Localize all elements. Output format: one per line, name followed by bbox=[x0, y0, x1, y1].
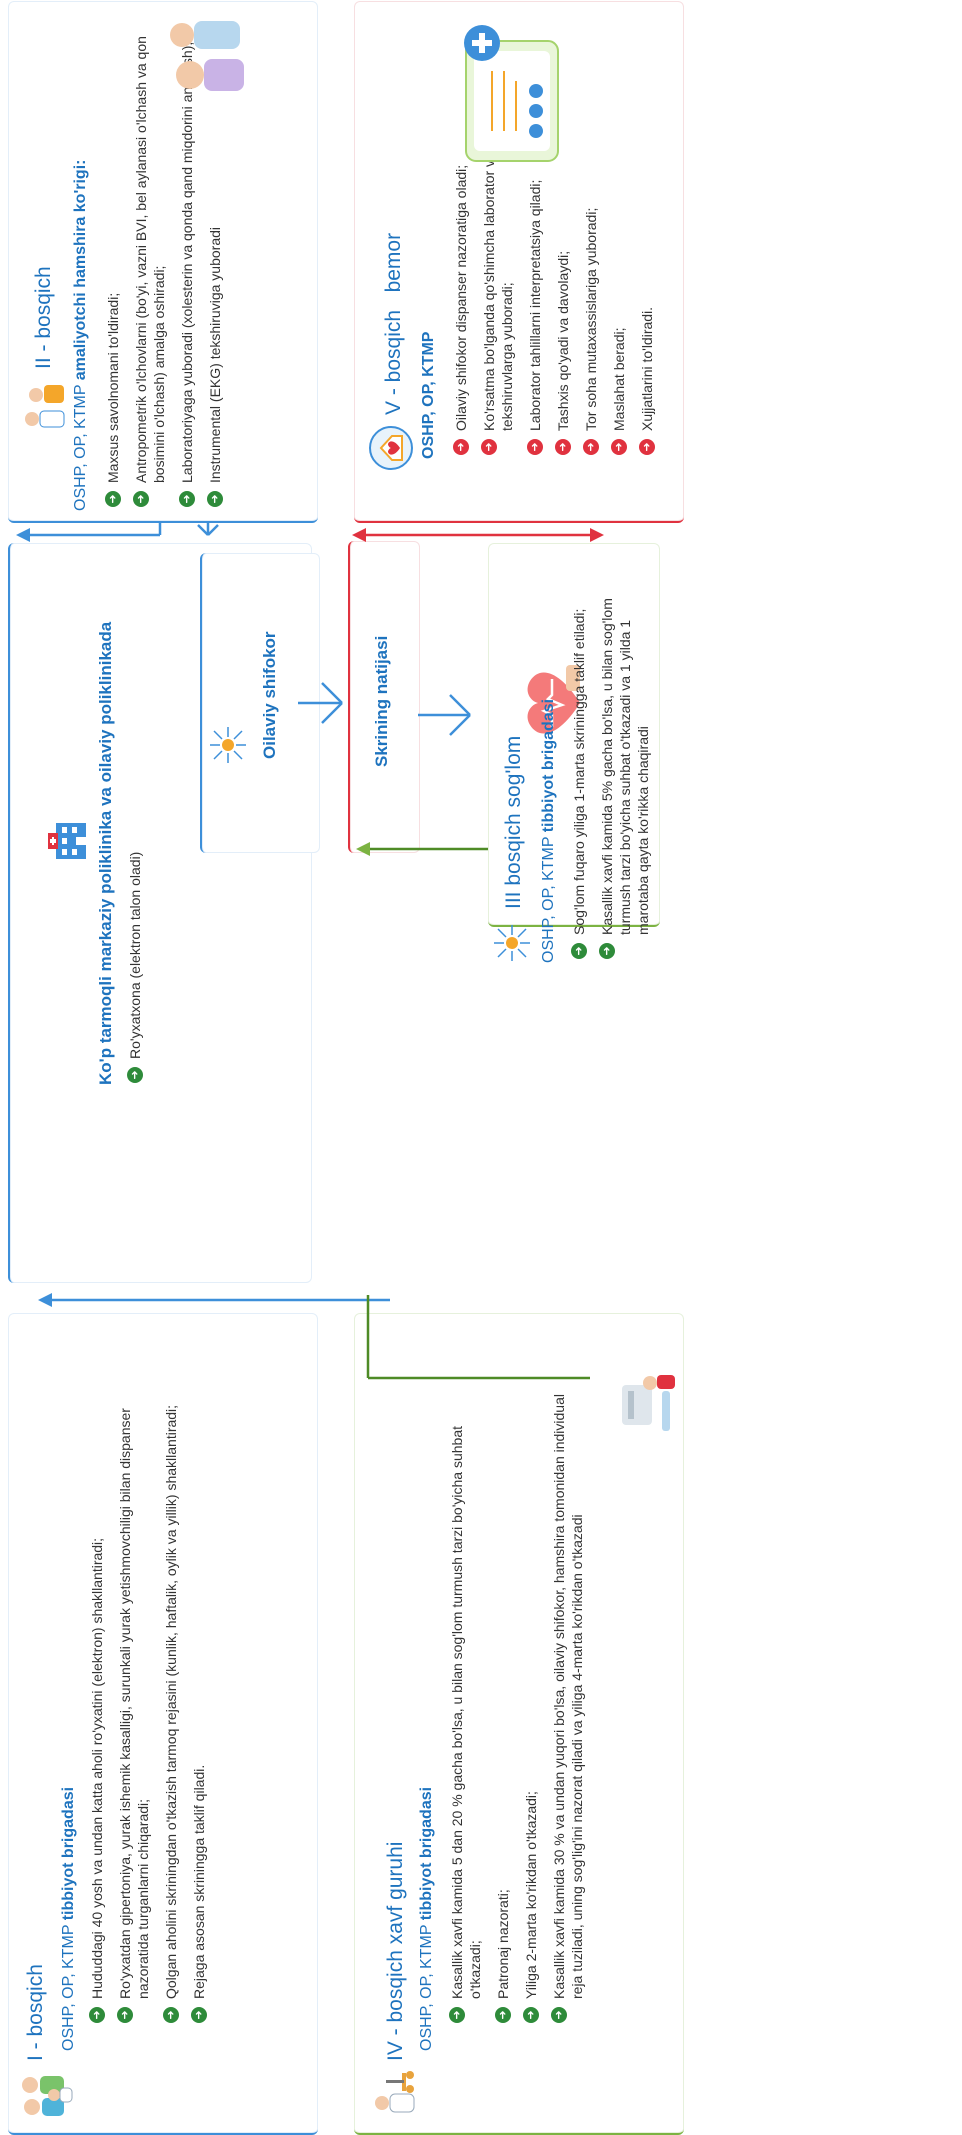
nurse-patient-icon bbox=[20, 377, 77, 433]
arrow-bullet-icon: ➜ bbox=[611, 439, 627, 455]
arrow-bullet-icon: ➜ bbox=[207, 491, 223, 507]
sitting-patient-icon bbox=[612, 1365, 687, 1445]
people-illustration-icon bbox=[160, 9, 285, 105]
clipboard-checklist-icon bbox=[452, 11, 577, 191]
arrow-bullet-icon: ➜ bbox=[583, 439, 599, 455]
list-item: ➜Maslahat beradi; bbox=[610, 35, 628, 455]
arrow-bullet-icon: ➜ bbox=[555, 439, 571, 455]
list-item: ➜Tor soha mutaxassislariga yuboradi; bbox=[582, 35, 600, 455]
list-item: ➜Xujjatlarini to'ldiradi. bbox=[638, 35, 656, 455]
heart-home-icon bbox=[368, 425, 419, 471]
list-item: ➜Kasallik xavfi kamida 5% gacha bo'lsa, … bbox=[598, 559, 652, 959]
heart-hand-icon bbox=[520, 661, 595, 745]
hospital-building-icon bbox=[48, 819, 93, 863]
arrow-bullet-icon: ➜ bbox=[599, 943, 615, 959]
medical-team-icon bbox=[18, 2069, 79, 2121]
network-icon bbox=[492, 923, 537, 963]
doctor-with-scale-icon bbox=[372, 2069, 429, 2121]
network-icon bbox=[208, 725, 253, 765]
stage-2-title: II - bosqich bbox=[32, 266, 55, 369]
stage-3-list: ➜Sog'lom fuqaro yiliga 1-marta skriningg… bbox=[570, 559, 662, 959]
stage-3-subhead: OSHP, OP, KTMP tibbiyot brigadasi bbox=[540, 698, 557, 963]
arrow-bullet-icon: ➜ bbox=[639, 439, 655, 455]
arrow-bullet-icon: ➜ bbox=[105, 491, 121, 507]
arrow-bullet-icon: ➜ bbox=[133, 491, 149, 507]
arrow-bullet-icon: ➜ bbox=[453, 439, 469, 455]
arrow-bullet-icon: ➜ bbox=[481, 439, 497, 455]
list-item: ➜Maxsus savolnomani to'ldiradi; bbox=[104, 27, 122, 507]
arrow-bullet-icon: ➜ bbox=[527, 439, 543, 455]
arrow-bullet-icon: ➜ bbox=[179, 491, 195, 507]
arrow-bullet-icon: ➜ bbox=[571, 943, 587, 959]
stage-5-title: V - bosqich bemor bbox=[382, 232, 405, 415]
list-item: ➜Sog'lom fuqaro yiliga 1-marta skriningg… bbox=[570, 559, 588, 959]
stage-5-subhead: OSHP, OP, KTMP bbox=[420, 331, 437, 459]
stage-3-title: III bosqich sog'lom bbox=[502, 735, 525, 909]
stage-2-subhead: OSHP, OP, KTMP amaliyotchi hamshira ko'r… bbox=[72, 159, 89, 511]
